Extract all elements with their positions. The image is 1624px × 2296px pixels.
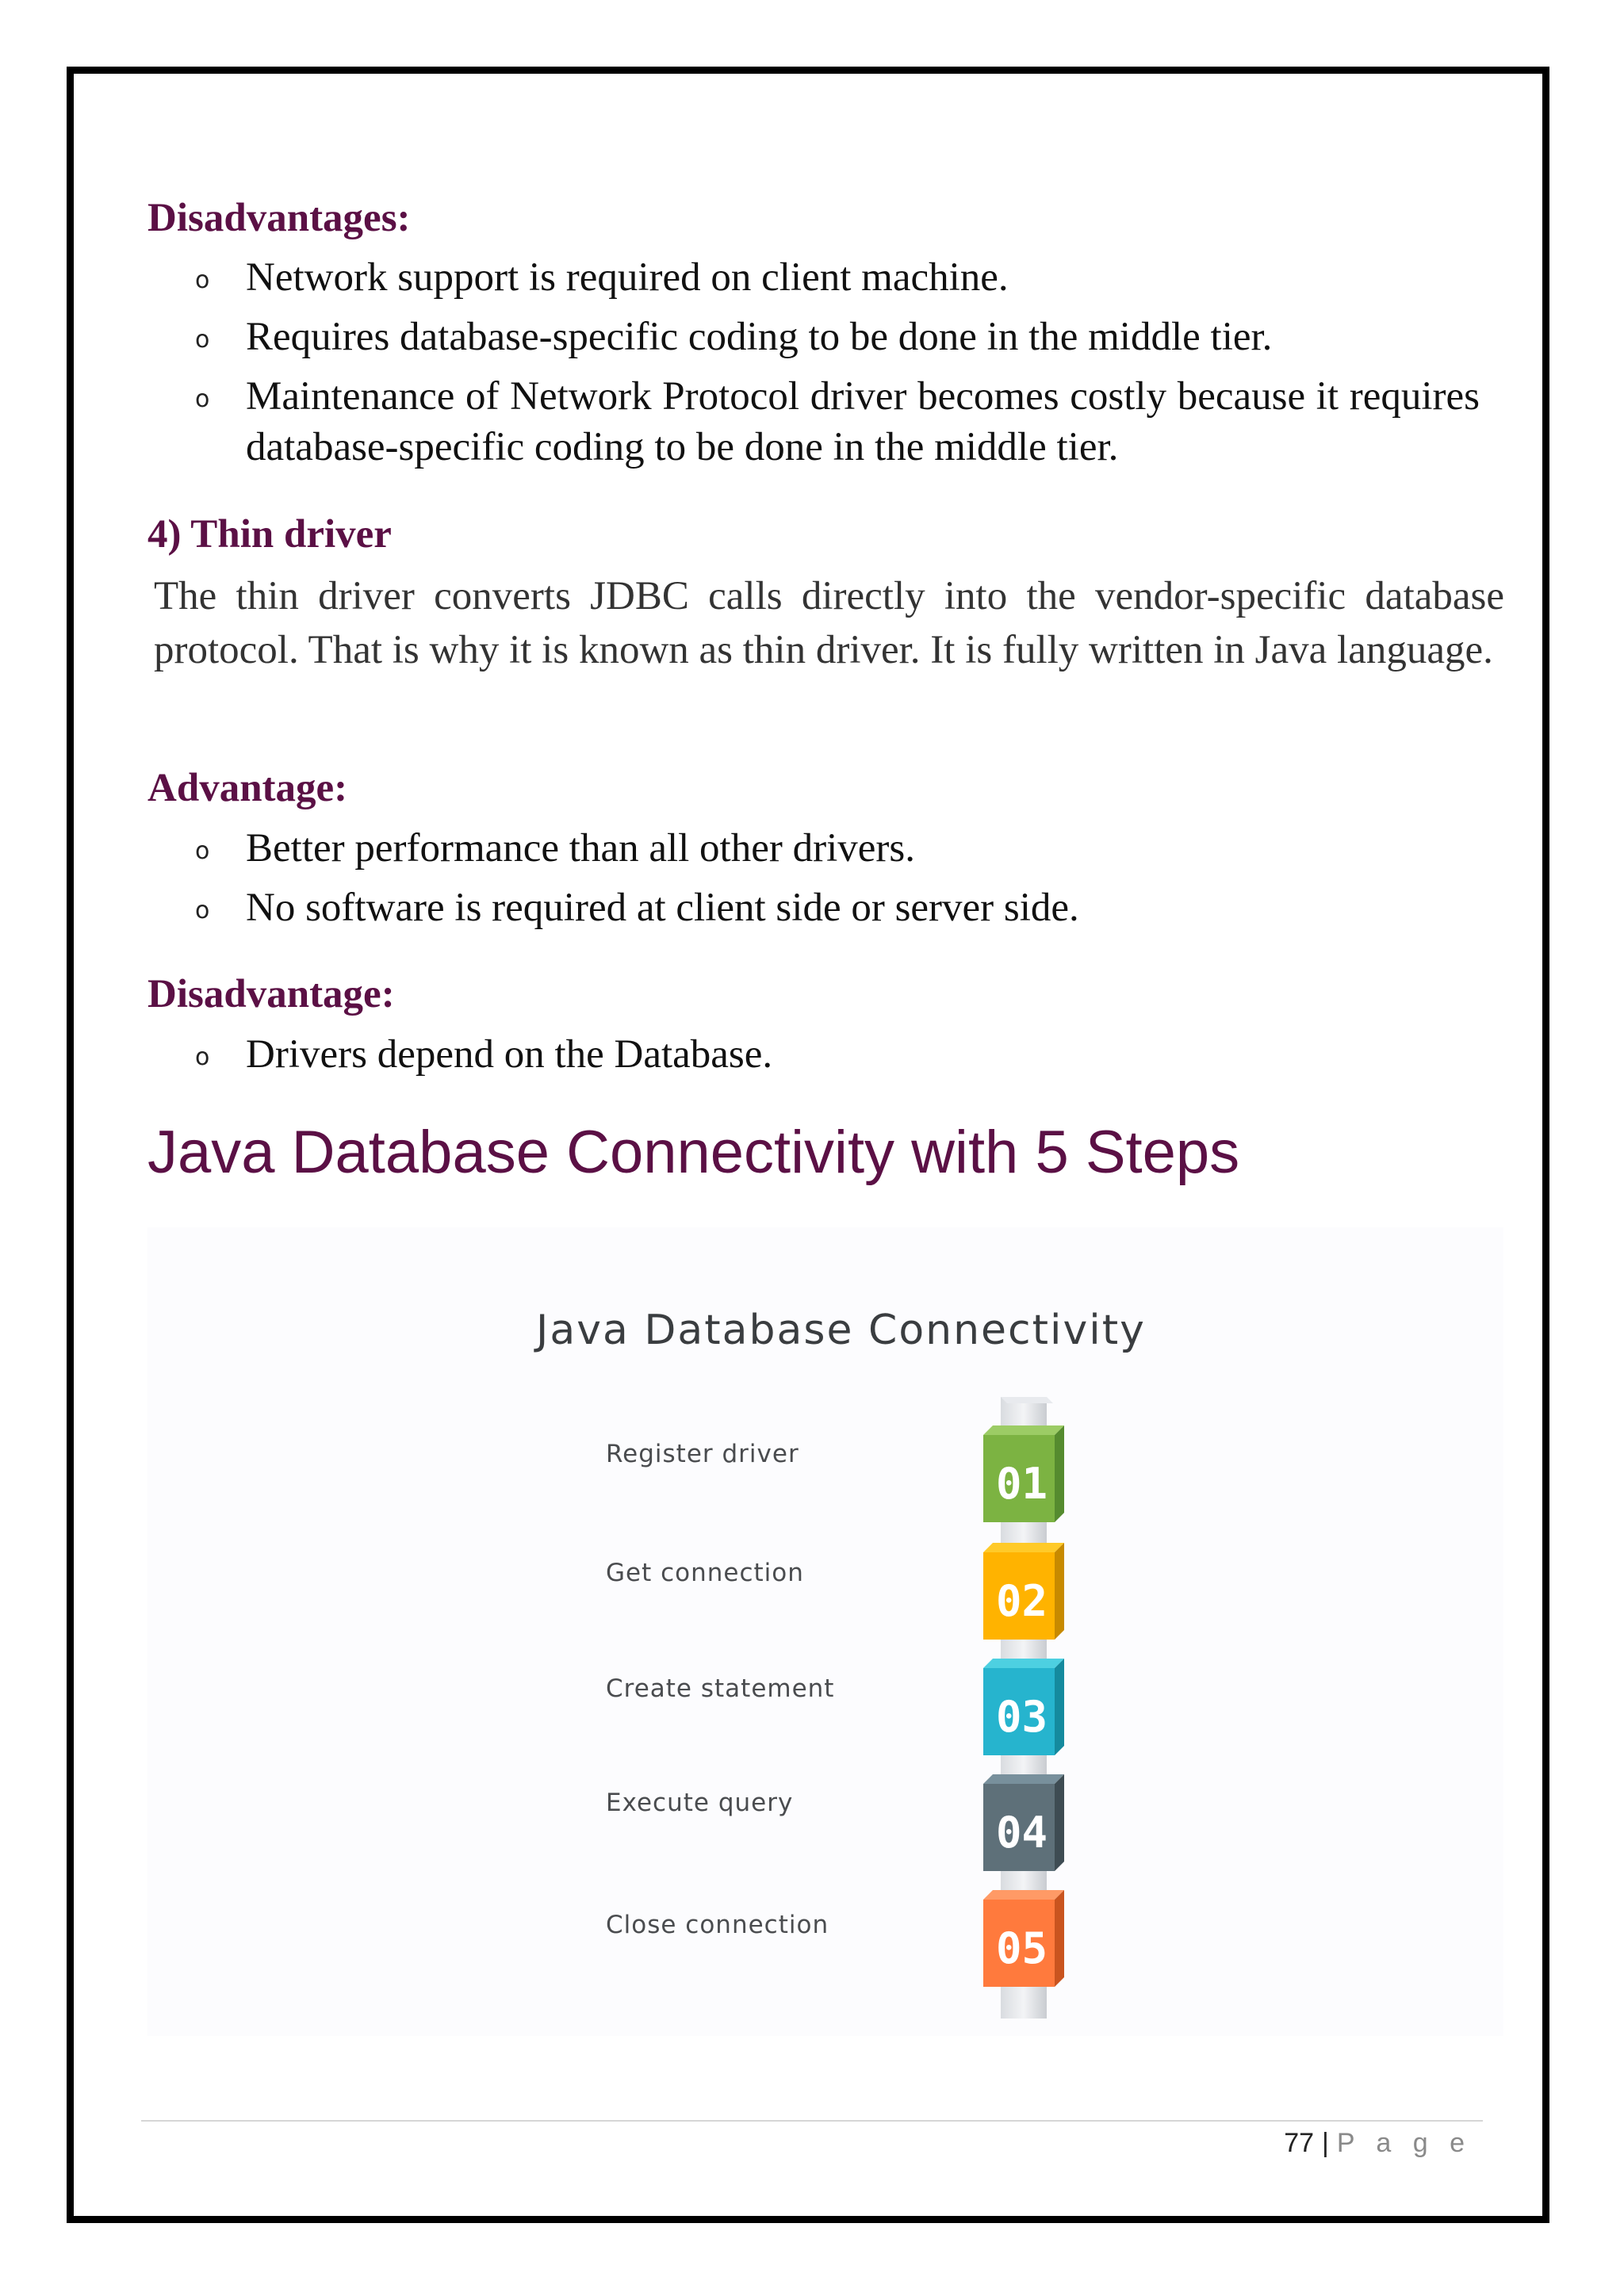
bullet-icon: o: [195, 837, 210, 865]
advantage-list: o Better performance than all other driv…: [195, 823, 1480, 942]
page-number: 77: [1284, 2128, 1315, 2158]
step-block-02: 02: [983, 1543, 1064, 1640]
step-block-03: 03: [983, 1659, 1064, 1755]
list-item-text: Drivers depend on the Database.: [246, 1032, 773, 1077]
footer-separator: |: [1322, 2128, 1329, 2158]
disadvantage-heading: Disadvantage:: [147, 972, 395, 1016]
list-item-text: Network support is required on client ma…: [246, 255, 1009, 300]
figure-title: Java Database Connectivity: [536, 1307, 1146, 1354]
list-item-text: Better performance than all other driver…: [246, 826, 915, 871]
thin-driver-paragraph: The thin driver converts JDBC calls dire…: [154, 574, 1504, 672]
step-label: Create statement: [606, 1674, 835, 1703]
advantage-heading: Advantage:: [147, 766, 348, 810]
step-block-face: [983, 1784, 1055, 1871]
disadvantages-list: o Network support is required on client …: [195, 252, 1480, 481]
footer-divider: [141, 2120, 1483, 2122]
bullet-icon: o: [195, 1043, 210, 1071]
step-number: 03: [996, 1692, 1048, 1742]
step-label: Get connection: [606, 1559, 804, 1587]
list-item: o No software is required at client side…: [195, 882, 1480, 933]
step-label: Close connection: [606, 1911, 829, 1939]
page-label: P a g e: [1336, 2128, 1472, 2158]
steps-pillar: 01 02 03 04 05: [983, 1397, 1064, 2019]
step-block-face: [983, 1900, 1055, 1987]
step-block-05: 05: [983, 1890, 1064, 1987]
step-block-04: 04: [983, 1774, 1064, 1871]
step-number: 04: [996, 1808, 1048, 1858]
step-block-face: [983, 1668, 1055, 1755]
list-item-text: Maintenance of Network Protocol driver b…: [246, 374, 1480, 469]
list-item-text: Requires database-specific coding to be …: [246, 315, 1273, 359]
bullet-icon: o: [195, 897, 210, 924]
bullet-icon: o: [195, 266, 210, 294]
step-block-01: 01: [983, 1425, 1064, 1522]
step-number: 05: [996, 1923, 1048, 1973]
disadvantage-list: o Drivers depend on the Database.: [195, 1029, 1480, 1089]
bullet-icon: o: [195, 385, 210, 413]
jdbc-steps-figure: Java Database Connectivity Register driv…: [147, 1227, 1503, 2036]
list-item: o Network support is required on client …: [195, 252, 1480, 303]
thin-driver-heading: 4) Thin driver: [147, 512, 392, 557]
disadvantages-heading: Disadvantages:: [147, 196, 411, 240]
section-title: Java Database Connectivity with 5 Steps: [147, 1119, 1240, 1186]
bullet-icon: o: [195, 326, 210, 354]
list-item-text: No software is required at client side o…: [246, 886, 1079, 930]
step-label: Register driver: [606, 1440, 799, 1468]
step-number: 02: [996, 1576, 1048, 1626]
list-item: o Requires database-specific coding to b…: [195, 312, 1480, 362]
page-border: [67, 67, 1549, 2223]
step-block-face: [983, 1435, 1055, 1522]
list-item: o Drivers depend on the Database.: [195, 1029, 1480, 1080]
list-item: o Maintenance of Network Protocol driver…: [195, 371, 1480, 473]
step-label: Execute query: [606, 1789, 794, 1817]
step-block-face: [983, 1552, 1055, 1640]
step-number: 01: [996, 1459, 1048, 1509]
list-item: o Better performance than all other driv…: [195, 823, 1480, 874]
page-footer: 77|P a g e: [1284, 2128, 1472, 2159]
pole-top-shape: [1001, 1397, 1053, 1403]
